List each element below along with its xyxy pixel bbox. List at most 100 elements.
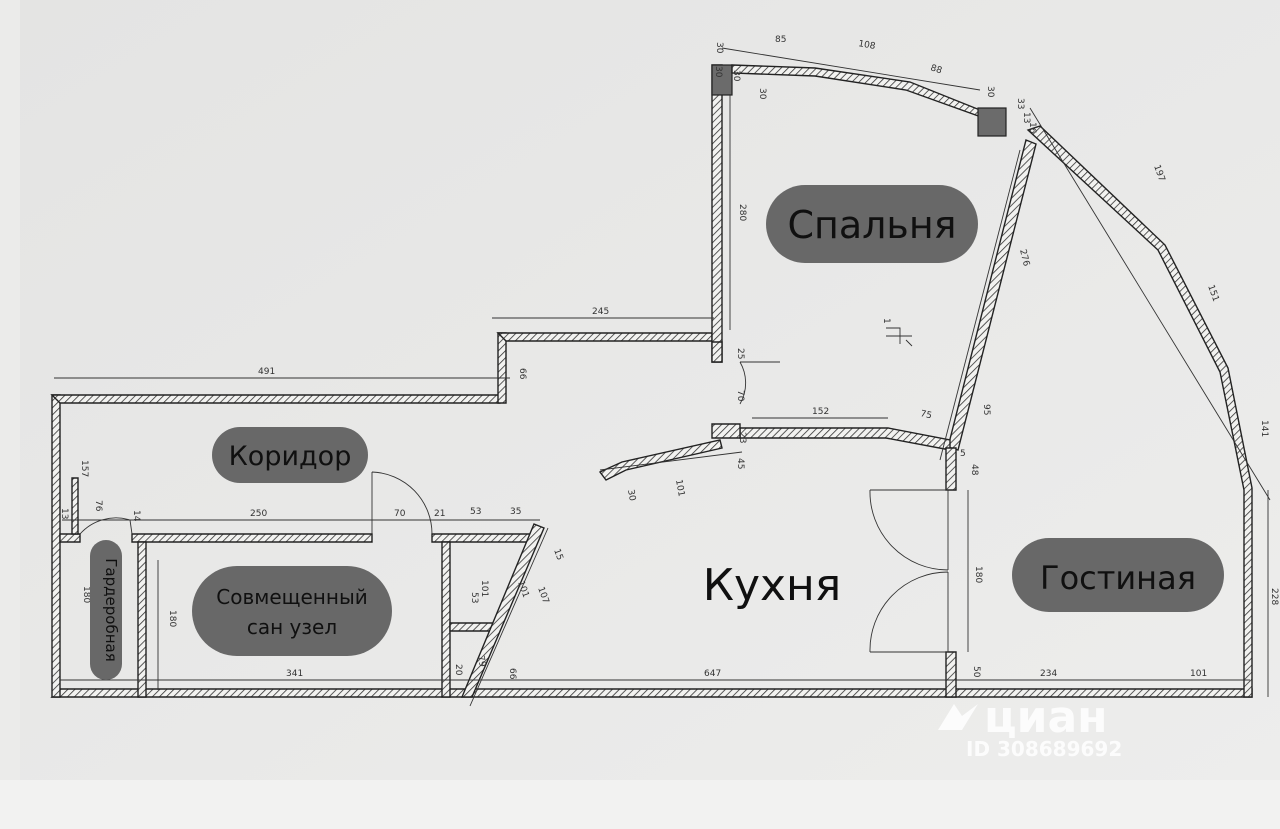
wall-corridor-top — [50, 394, 501, 404]
wall-angled-stub — [598, 439, 723, 481]
dim-ward-76: 76 — [93, 500, 103, 512]
door-bathroom — [371, 471, 433, 535]
dim-wall-5: 5 — [960, 449, 966, 459]
watermark-id: ID 308689692 — [966, 737, 1122, 761]
room-pill-bedroom — [766, 185, 978, 263]
dim-bath-35: 35 — [510, 507, 521, 517]
dim-diag-276: 276 — [1017, 248, 1031, 267]
column-top-right — [977, 107, 1007, 137]
wall-kitchen-living-upper — [945, 447, 957, 491]
dimension-labels: 30 85 108 88 30 30 30 33 13 16 30 280 27… — [59, 35, 1279, 680]
dim-top-16: 16 — [1027, 122, 1037, 134]
wall-corridor-top2 — [496, 332, 713, 342]
dim-bottom-234: 234 — [1040, 669, 1057, 679]
dim-wall-95: 95 — [981, 404, 991, 415]
dim-top-30c: 30 — [731, 70, 741, 82]
dim-bath-66: 66 — [507, 668, 517, 680]
dim-door-70: 70 — [735, 390, 745, 402]
dim-bath-250: 250 — [250, 509, 267, 519]
room-label-living: Гостиная — [1040, 559, 1196, 597]
wall-right-curve — [1026, 125, 1253, 698]
room-label-bedroom: Спальня — [787, 203, 956, 247]
dim-bath-15: 15 — [551, 548, 564, 562]
dim-bottom-647: 647 — [704, 669, 721, 679]
dim-wall-101: 101 — [673, 479, 686, 498]
dim-bath-101b: 101 — [479, 580, 489, 597]
cian-logo-icon — [938, 704, 978, 730]
wall-bathroom-top — [131, 533, 373, 543]
dim-line-top — [721, 47, 981, 91]
wall-partition-diagonal — [947, 139, 1037, 451]
dim-right-141: 141 — [1259, 420, 1269, 437]
wall-kitchen-living-lower — [945, 651, 957, 698]
dim-ward-13: 13 — [59, 508, 69, 519]
wall-wardrobe-top — [59, 533, 81, 543]
dim-bedroom-280: 280 — [737, 204, 747, 221]
dim-top-30: 30 — [714, 42, 724, 54]
dim-wall-30: 30 — [625, 489, 637, 502]
dim-kitchen-180: 180 — [973, 566, 983, 583]
dim-wall-23: 23 — [737, 432, 747, 443]
watermark-brand: циан — [984, 692, 1108, 743]
dim-line-276 — [939, 149, 1021, 461]
dim-top-108: 108 — [857, 39, 876, 52]
dimension-lines — [54, 47, 1271, 707]
dim-top-30e: 30 — [985, 86, 995, 98]
dim-ward-14: 14 — [131, 510, 141, 522]
paper-sheet — [20, 0, 1280, 780]
dim-ward-180: 180 — [81, 586, 91, 603]
dim-corridor-66: 66 — [517, 368, 527, 380]
dim-bath-70: 70 — [394, 509, 406, 519]
door-kitchen-lower — [869, 571, 949, 653]
room-label-wardrobe: Гардеробная — [102, 558, 120, 661]
room-pill-corridor — [212, 427, 368, 483]
dim-top-33: 33 — [1015, 98, 1025, 109]
wall-bathroom-right — [441, 541, 451, 698]
wall-wardrobe-inner — [71, 477, 79, 535]
watermark: циан ID 308689692 — [938, 692, 1122, 761]
room-label-kitchen: Кухня — [703, 560, 842, 611]
dim-top-85: 85 — [775, 35, 786, 45]
doors — [79, 361, 969, 653]
dim-ward-157: 157 — [79, 460, 89, 477]
outlet-symbol — [886, 327, 913, 347]
dim-bottom-50: 50 — [971, 666, 981, 678]
wall-stub-lower — [711, 341, 723, 363]
dim-mark-1: 1 — [881, 318, 891, 324]
wall-shaft-mid — [449, 622, 495, 632]
dim-right-228: 228 — [1269, 588, 1279, 605]
dim-top-13: 13 — [1021, 112, 1031, 123]
room-pill-living — [1012, 538, 1224, 612]
dim-wall-152: 152 — [812, 407, 829, 417]
wall-stub-door — [711, 423, 741, 439]
dim-door-25: 25 — [735, 348, 745, 359]
dim-bath-341: 341 — [286, 669, 303, 679]
dim-top-30b: 30 — [713, 66, 723, 78]
wall-bathroom-top-right — [431, 533, 531, 543]
wall-left — [51, 394, 61, 698]
dim-bottom-101: 101 — [1190, 669, 1207, 679]
dim-wall-48: 48 — [969, 464, 979, 476]
door-bedroom — [739, 361, 780, 405]
door-kitchen-upper — [869, 489, 949, 571]
dim-line-101 — [599, 451, 743, 471]
room-labels: Спальня Коридор Совмещенный сан узел Кух… — [90, 185, 1224, 680]
dim-line-diag — [1029, 107, 1271, 501]
dim-wall-45: 45 — [735, 458, 745, 469]
walls — [50, 64, 1253, 698]
dim-bath-53b: 53 — [469, 592, 479, 603]
room-pill-bathroom — [192, 566, 392, 656]
column-top-left — [711, 64, 733, 96]
wall-bedroom-left — [711, 64, 723, 363]
wall-corridor-step — [497, 332, 507, 404]
wall-bathroom-left — [137, 541, 147, 698]
dim-top-88: 88 — [929, 63, 943, 76]
dim-top-30d: 30 — [757, 88, 767, 100]
paper-margin — [0, 780, 1280, 829]
room-label-bathroom-2: сан узел — [247, 615, 337, 639]
wall-shaft-diagonal — [460, 523, 545, 698]
dim-line-107 — [469, 527, 549, 707]
dim-wall-75: 75 — [919, 409, 932, 421]
